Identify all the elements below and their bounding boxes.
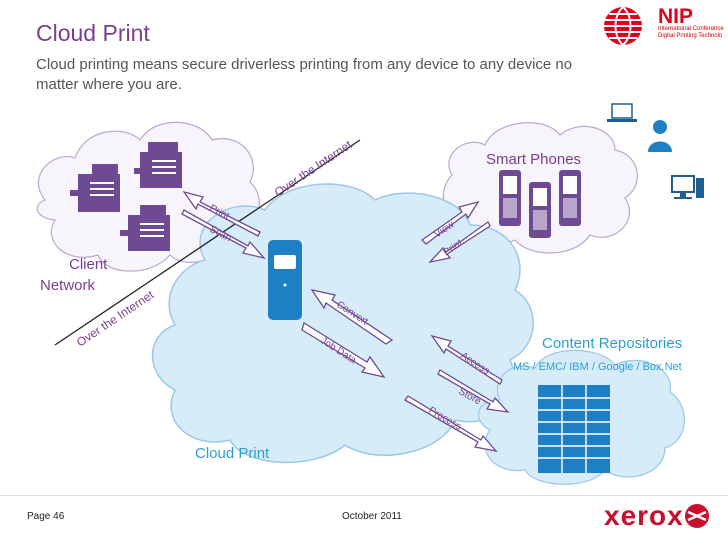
nip-logo-line2: Digital Printing Technolo [658,33,723,39]
print-arrow [182,190,261,237]
printer-icon [70,164,120,212]
access-arrow [430,334,503,385]
content-repositories-label: Content Repositories [542,335,682,352]
scan-arrow [181,209,266,260]
cloud-server-icon [268,240,302,320]
client-network-label-2: Network [40,277,96,294]
nip-logo-text: NIP [658,5,694,28]
job-data-arrow [301,321,386,379]
user-icon [648,120,672,152]
internet-boundary-line [54,139,361,346]
view-arrow [420,200,480,245]
nip-globe-icon [604,6,642,46]
client-network-label-1: Client [69,256,108,273]
printer-icon [120,205,170,251]
printer-icon [134,142,182,188]
laptop-icon [607,103,637,122]
over-internet-label-lower: Over the Internet [74,287,157,349]
convert-arrow [310,289,394,345]
print-arrow-right [428,221,491,264]
footer-page-number: Page 46 [27,511,65,522]
nip-logo-line1: International Conference [658,26,724,32]
smartphone-icon [529,182,551,238]
process-arrow [404,395,498,452]
xerox-sphere-icon [685,504,709,528]
page-title: Cloud Print [36,20,150,46]
server-rack-lines [538,385,610,473]
smartphone-icon [559,170,581,226]
store-arrow [437,369,510,413]
content-repositories-vendors: MS / EMC/ IBM / Google / Box.Net [513,361,682,373]
cloud-print-diagram: Client Network Smart Phones Content Repo… [36,103,704,485]
desktop-computer-icon [671,175,704,199]
smartphone-icon [499,170,521,226]
cloud-print-label: Cloud Print [195,445,270,462]
footer-divider [0,495,728,496]
footer-date: October 2011 [342,511,402,522]
page-subtitle: Cloud printing means secure driverless p… [36,56,573,93]
smart-phones-label: Smart Phones [486,151,581,168]
xerox-logo-text: xerox [604,500,684,531]
